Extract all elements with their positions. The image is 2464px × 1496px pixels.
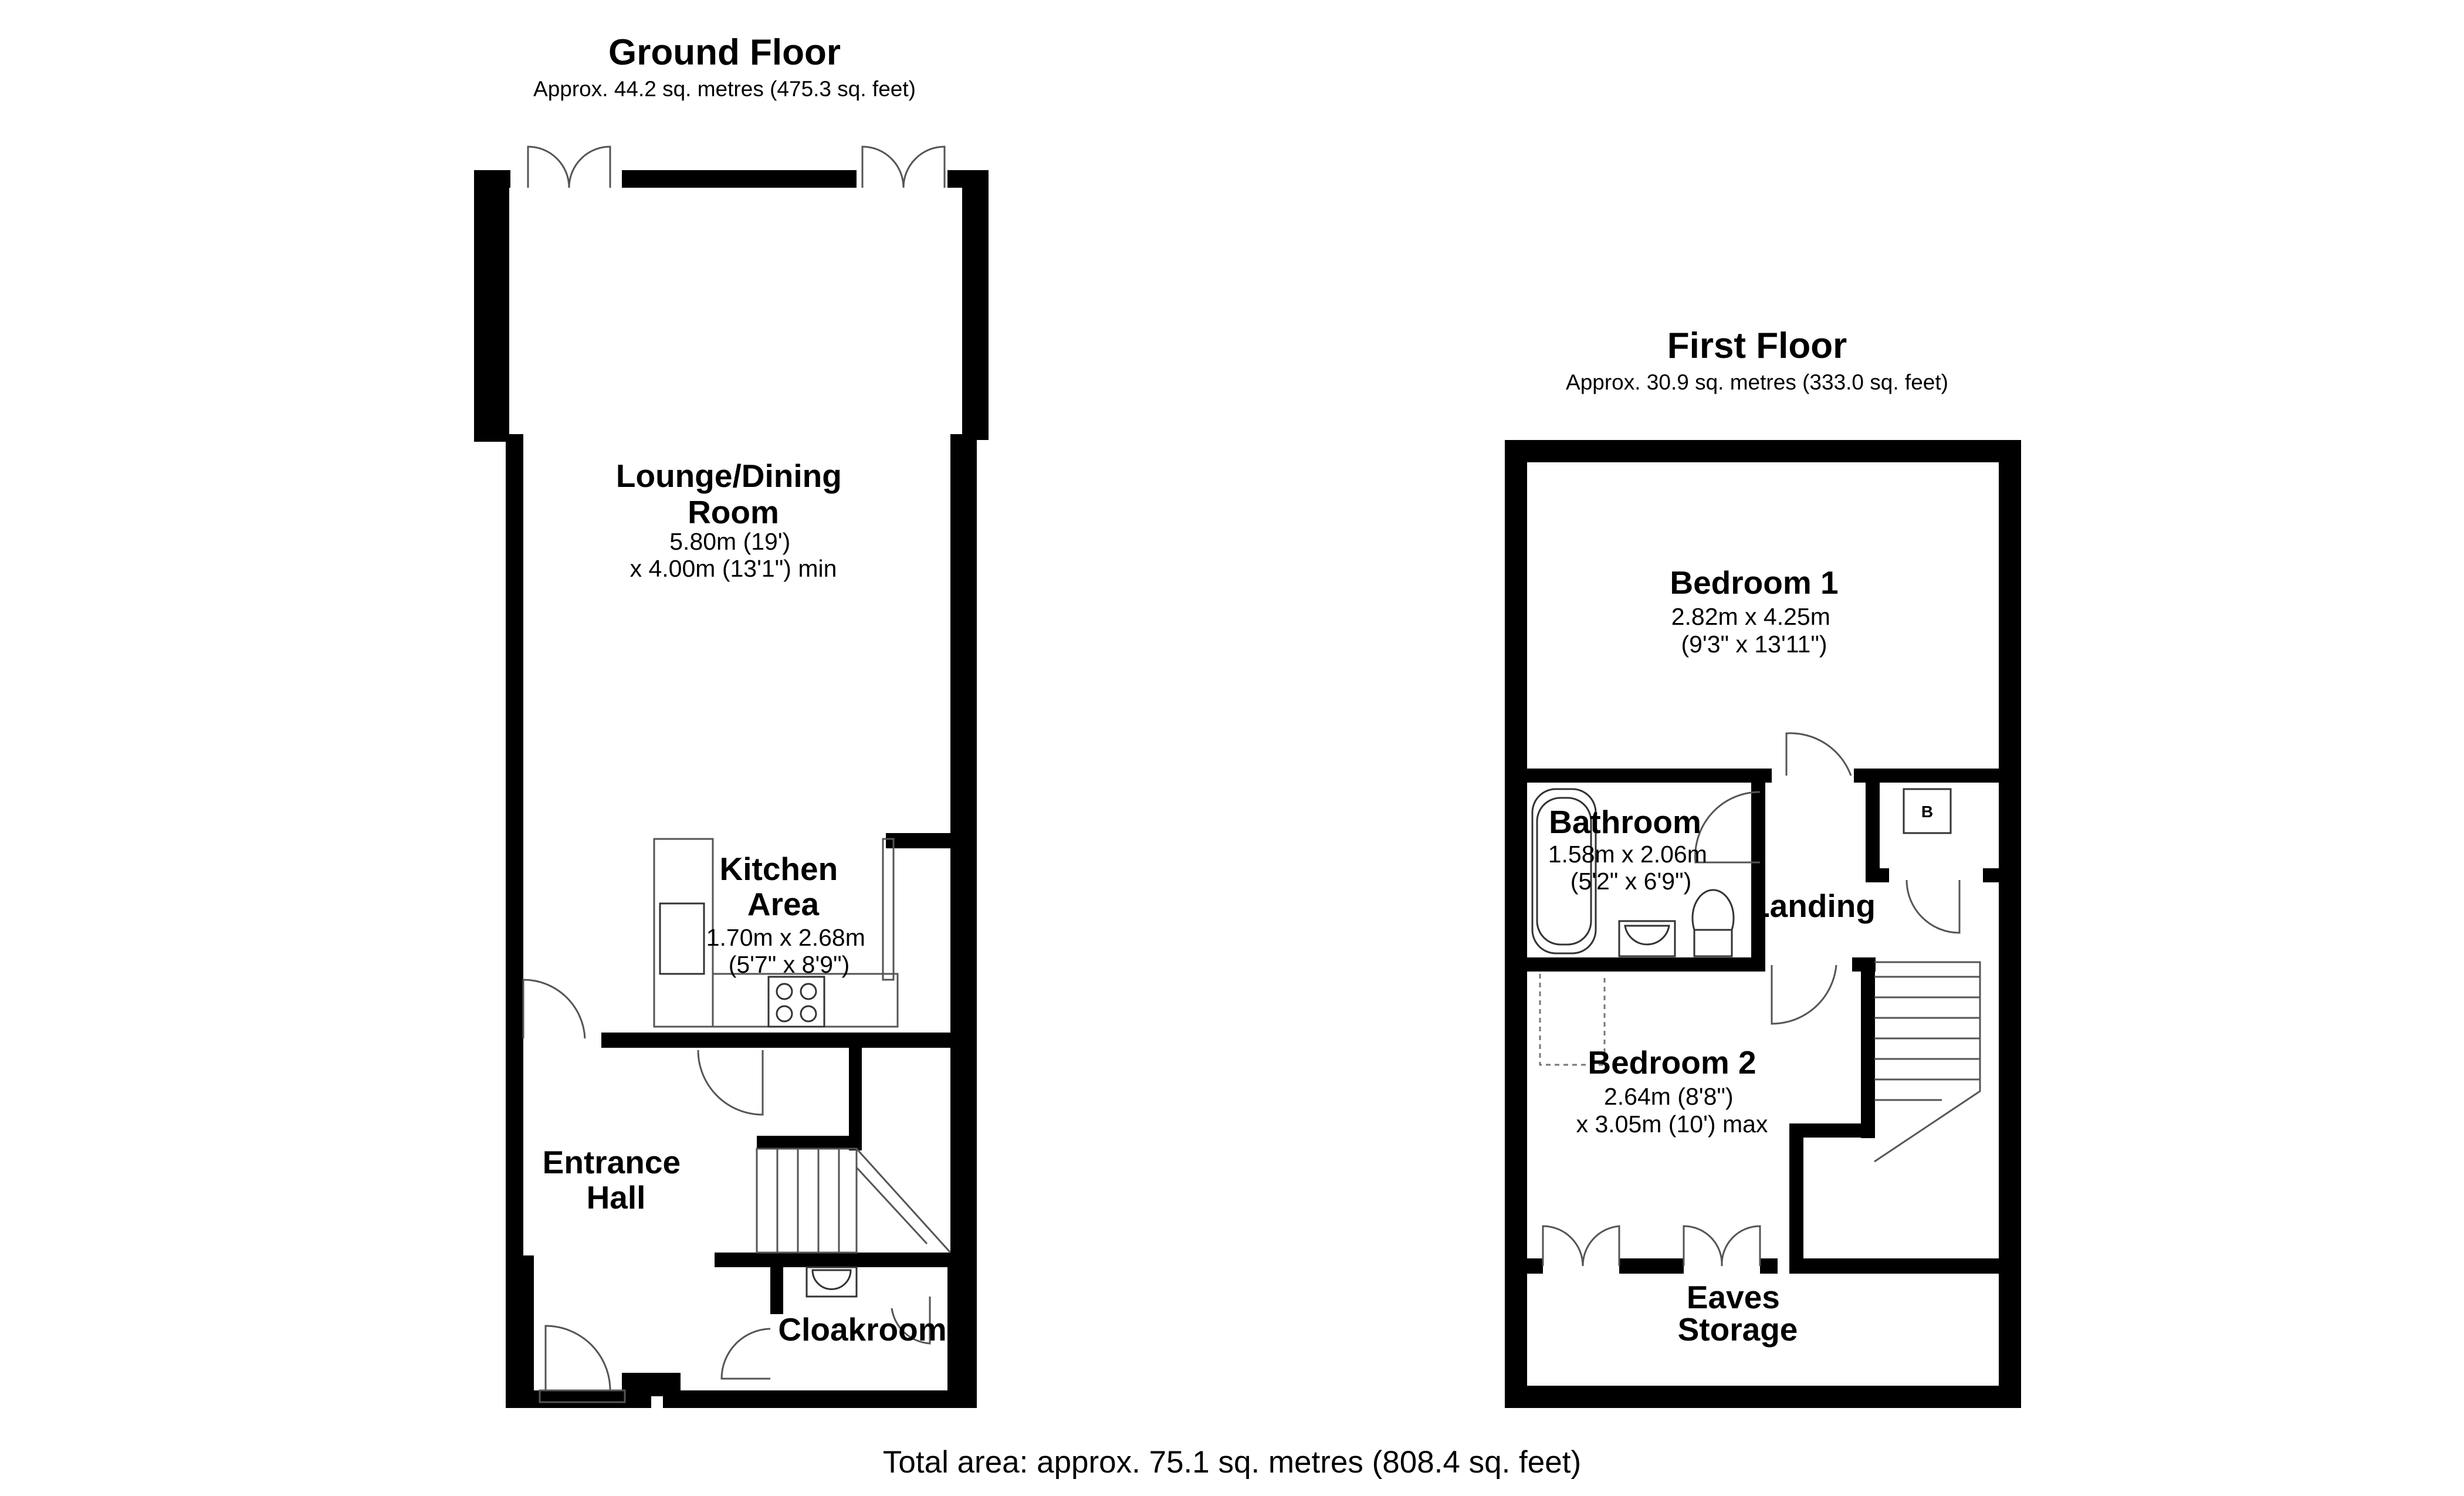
svg-text:B: B (1921, 803, 1933, 821)
bathroom-door-swing (1694, 791, 1761, 864)
bedroom2-door-swing (1771, 964, 1837, 1025)
first-floor-title: First Floor (1667, 326, 1847, 366)
bathroom-name: Bathroom (1549, 804, 1701, 840)
first-floor-area: Approx. 30.9 sq. metres (333.0 sq. feet) (1566, 370, 1948, 394)
kitchen-name: Kitchen Area (720, 851, 847, 922)
toilet-icon (1691, 889, 1735, 957)
ground-floor-stairs (756, 1148, 952, 1254)
cloakroom-door-swing (720, 1328, 771, 1380)
cloakroom-name: Cloakroom (778, 1311, 946, 1348)
lounge-dimensions: 5.80m (19') x 4.00m (13'1") min (630, 528, 837, 582)
french-door-right (861, 145, 946, 188)
bedroom1-dimensions: 2.82m x 4.25m (9'3" x 13'11") (1671, 603, 1837, 658)
ground-floor-area: Approx. 44.2 sq. metres (475.3 sq. feet) (533, 77, 916, 101)
bedroom1-name: Bedroom 1 (1670, 564, 1838, 601)
kitchen-units (653, 838, 899, 1028)
cloakroom-basin-icon (805, 1266, 858, 1298)
front-door-step (539, 1389, 626, 1403)
washbasin-icon (1618, 920, 1676, 957)
ground-floor-title: Ground Floor (608, 32, 841, 73)
first-floor-stairs (1874, 961, 1981, 1163)
cupboard-door-swing (697, 1050, 764, 1116)
bedroom2-dimensions: 2.64m (8'8") x 3.05m (10') max (1576, 1083, 1768, 1138)
first-floor-plan: First Floor Approx. 30.9 sq. metres (333… (1505, 326, 2021, 1408)
cupboard-door-swing-ff (1905, 879, 1961, 934)
hall-door-swing (522, 979, 586, 1039)
boiler-icon: B (1903, 788, 1952, 834)
front-door-swing (544, 1325, 611, 1391)
restricted-headroom-line (1539, 974, 1606, 1066)
bathroom-dimensions: 1.58m x 2.06m (5'2" x 6'9") (1548, 841, 1714, 895)
bedroom2-name: Bedroom 2 (1588, 1044, 1756, 1081)
first-floor-walls (1505, 440, 2021, 1408)
hob-icon (767, 976, 825, 1028)
cloakroom-door-icon (891, 1297, 931, 1345)
kitchen-sink-icon (659, 902, 705, 975)
french-door-left (527, 145, 611, 188)
entrance-hall-name: Entrance Hall (543, 1144, 690, 1216)
lounge-name: Lounge/Dining Room (616, 458, 851, 530)
bedroom1-door-swing (1785, 732, 1852, 776)
kitchen-dimensions: 1.70m x 2.68m (5'7" x 8'9") (706, 924, 872, 978)
ground-floor-walls (474, 170, 989, 1408)
landing-name: Landing (1750, 888, 1876, 924)
eaves-storage-name: Eaves Storage (1678, 1279, 1798, 1348)
eaves-doors (1542, 1225, 1761, 1267)
bath-icon (1531, 788, 1597, 955)
total-area: Total area: approx. 75.1 sq. metres (808… (883, 1445, 1581, 1480)
ground-floor-plan: Ground Floor Approx. 44.2 sq. metres (47… (474, 32, 989, 1408)
